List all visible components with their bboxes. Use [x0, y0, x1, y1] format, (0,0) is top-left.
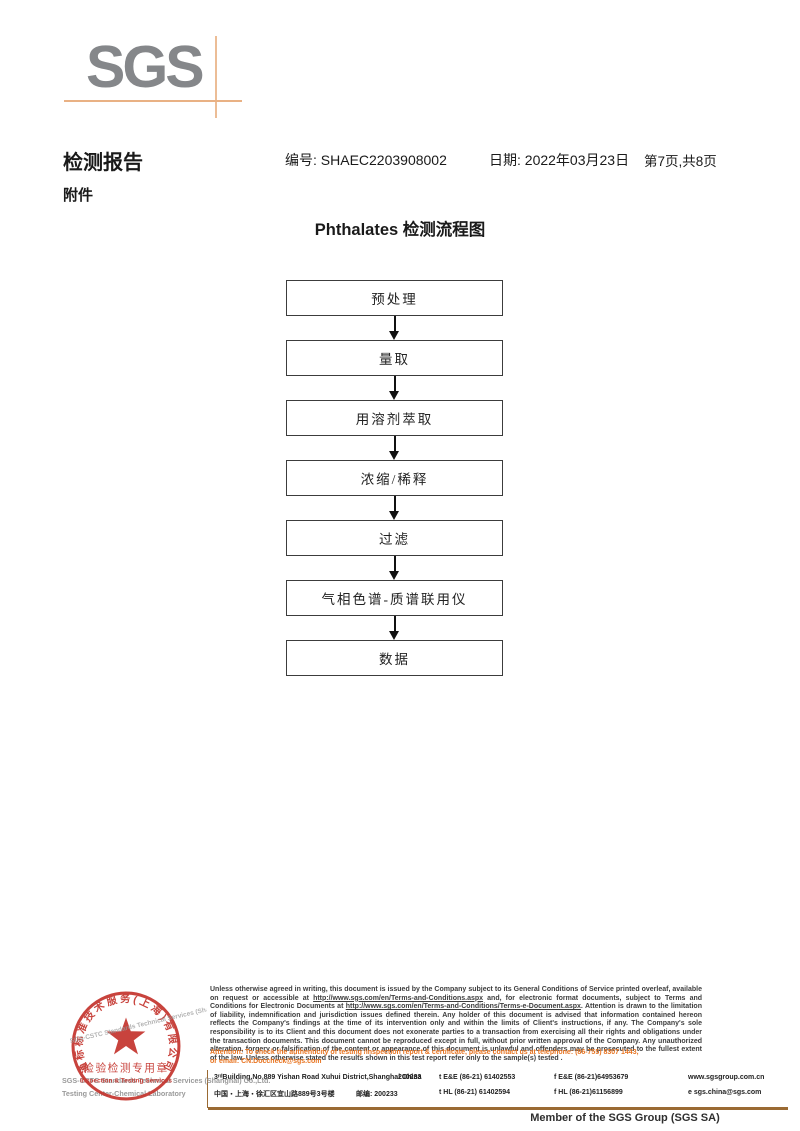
flow-arrow-down-icon: [389, 496, 399, 520]
laboratory-name: Testing Center-Chemical Laboratory: [62, 1089, 186, 1098]
flow-arrow-down-icon: [389, 376, 399, 400]
footer-divider: [208, 1107, 788, 1110]
flow-step-box: 数据: [286, 640, 503, 676]
report-date: 日期: 2022年03月23日: [489, 152, 630, 168]
flow-step-box: 预处理: [286, 280, 503, 316]
fax-ee: f E&E (86-21)64953679: [554, 1074, 629, 1081]
postcode-en: 200233: [398, 1074, 422, 1081]
legal-text: . Attention is drawn to the limitation o…: [210, 1003, 702, 1062]
page-indicator: 第7页,共8页: [644, 154, 717, 169]
terms-url: http://www.sgs.com/en/Terms-and-Conditio…: [313, 994, 484, 1002]
flow-arrow-down-icon: [389, 316, 399, 340]
phone-ee: t E&E (86-21) 61402553: [439, 1074, 516, 1081]
flow-step-box: 浓缩/稀释: [286, 460, 503, 496]
star-icon: [106, 1017, 146, 1055]
flow-arrow-down-icon: [389, 616, 399, 640]
flow-arrow-down-icon: [389, 556, 399, 580]
sgs-logo-text: SGS: [86, 34, 205, 100]
logo-crosshair-vertical: [215, 36, 217, 118]
legal-text: and, for electronic format documents, su…: [210, 994, 703, 1011]
logo-crosshair-horizontal: [64, 100, 242, 102]
inspection-stamp-icon: 通标标准技术服务(上海)有限公司 检验检测专用章 Inspection & Te…: [71, 991, 181, 1101]
flow-step-box: 气相色谱-质谱联用仪: [286, 580, 503, 616]
email: e sgs.china@sgs.com: [688, 1089, 762, 1096]
svg-text:Inspection & Testing Services: Inspection & Testing Services: [80, 1078, 172, 1085]
sgs-group-member-text: Member of the SGS Group (SGS SA): [530, 1112, 720, 1124]
report-title: 检测报告: [63, 152, 143, 174]
fax-hl: f HL (86-21)61156899: [554, 1089, 623, 1096]
attention-notice: Attention: To check the authenticity of …: [210, 1049, 702, 1066]
postcode-cn: 邮编: 200233: [356, 1091, 398, 1098]
legal-disclaimer: Unless otherwise agreed in writing, this…: [210, 986, 702, 1063]
flow-arrow-down-icon: [389, 436, 399, 460]
address-block: 3ʳᵈBuilding,No.889 Yishan Road Xuhui Dis…: [207, 1070, 792, 1108]
phone-hl: t HL (86-21) 61402594: [439, 1089, 511, 1096]
terms-e-document-url: http://www.sgs.com/en/Terms-and-Conditio…: [345, 1003, 581, 1011]
website: www.sgsgroup.com.cn: [688, 1074, 765, 1081]
address-en: 3ʳᵈBuilding,No.889 Yishan Road Xuhui Dis…: [214, 1074, 422, 1081]
flowchart: 预处理量取用溶剂萃取浓缩/稀释过滤气相色谱-质谱联用仪数据: [286, 280, 503, 676]
flow-step-box: 量取: [286, 340, 503, 376]
address-cn: 中国・上海・徐汇区宜山路889号3号楼: [214, 1091, 335, 1098]
legal-text: Unless otherwise agreed in writing, this…: [210, 986, 702, 1002]
flow-step-box: 过滤: [286, 520, 503, 556]
flow-step-box: 用溶剂萃取: [286, 400, 503, 436]
attention-line: Attention: To check the authenticity of …: [210, 1049, 639, 1056]
attachment-label: 附件: [63, 187, 94, 204]
attention-email: or email: CN.Doccheck@sgs.com: [210, 1057, 322, 1065]
sgs-logo: SGS: [86, 38, 246, 108]
flowchart-title: Phthalates 检测流程图: [314, 221, 486, 239]
svg-text:检验检测专用章: 检验检测专用章: [83, 1061, 169, 1074]
report-number: 编号: SHAEC2203908002: [285, 152, 447, 168]
